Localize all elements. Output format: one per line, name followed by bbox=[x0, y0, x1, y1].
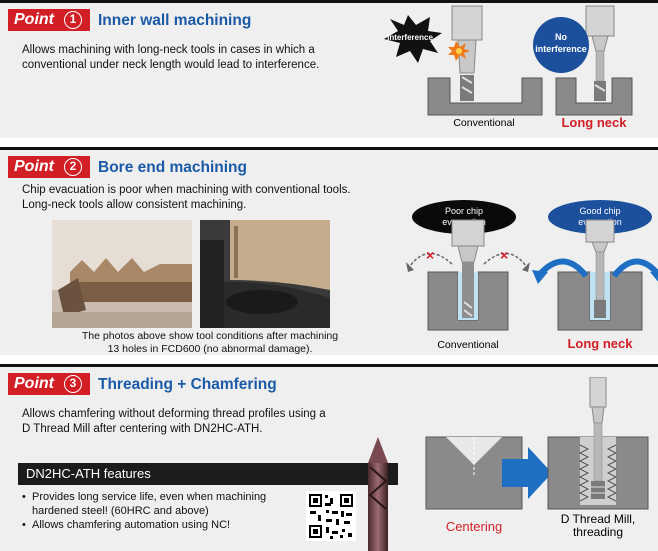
caption-centering: Centering bbox=[446, 519, 502, 534]
caption-long-neck: Long neck bbox=[561, 115, 627, 130]
feature-item: Allows chamfering automation using NC! bbox=[22, 519, 292, 533]
svg-text:Interference: Interference bbox=[387, 33, 433, 42]
features-heading: DN2HC-ATH features bbox=[18, 463, 398, 485]
point-number: 2 bbox=[64, 158, 82, 176]
caption-long-neck: Long neck bbox=[567, 336, 633, 351]
features-list: Provides long service life, even when ma… bbox=[22, 491, 292, 534]
drill-tool-image bbox=[368, 437, 388, 551]
svg-text:Good chip: Good chip bbox=[579, 206, 620, 216]
section-title: Inner wall machining bbox=[98, 12, 252, 29]
caption-conventional: Conventional bbox=[437, 339, 498, 351]
svg-text:threading: threading bbox=[573, 525, 623, 539]
qr-code[interactable] bbox=[306, 491, 356, 541]
svg-text:No: No bbox=[555, 32, 567, 42]
feature-item: Provides long service life, even when ma… bbox=[22, 491, 292, 518]
svg-text:×: × bbox=[426, 247, 434, 263]
section-title: Bore end machining bbox=[98, 159, 247, 176]
interference-diagram: Interference Conventional No interferenc… bbox=[384, 5, 633, 130]
point-number: 3 bbox=[64, 375, 82, 393]
point-number: 1 bbox=[64, 11, 82, 29]
caption-thread-mill: D Thread Mill, bbox=[561, 512, 635, 526]
chip-evacuation-diagram: Poor chip evacuation × × Conventional Go… bbox=[406, 200, 658, 351]
tool-photo-right bbox=[200, 220, 330, 328]
section-description: Chip evacuation is poor when machining w… bbox=[22, 184, 351, 211]
tool-photo-left bbox=[52, 220, 192, 328]
section-description: Allows machining with long-neck tools in… bbox=[22, 44, 320, 71]
section-title: Threading + Chamfering bbox=[98, 376, 277, 393]
svg-text:×: × bbox=[500, 247, 508, 263]
svg-text:Poor chip: Poor chip bbox=[445, 206, 483, 216]
photo-caption: The photos above show tool conditions af… bbox=[81, 330, 339, 355]
section-description: Allows chamfering without deforming thre… bbox=[22, 408, 326, 435]
threading-diagram: Centering D Thread Mill, threading bbox=[425, 377, 649, 539]
caption-conventional: Conventional bbox=[453, 117, 514, 129]
svg-text:interference: interference bbox=[535, 44, 587, 54]
